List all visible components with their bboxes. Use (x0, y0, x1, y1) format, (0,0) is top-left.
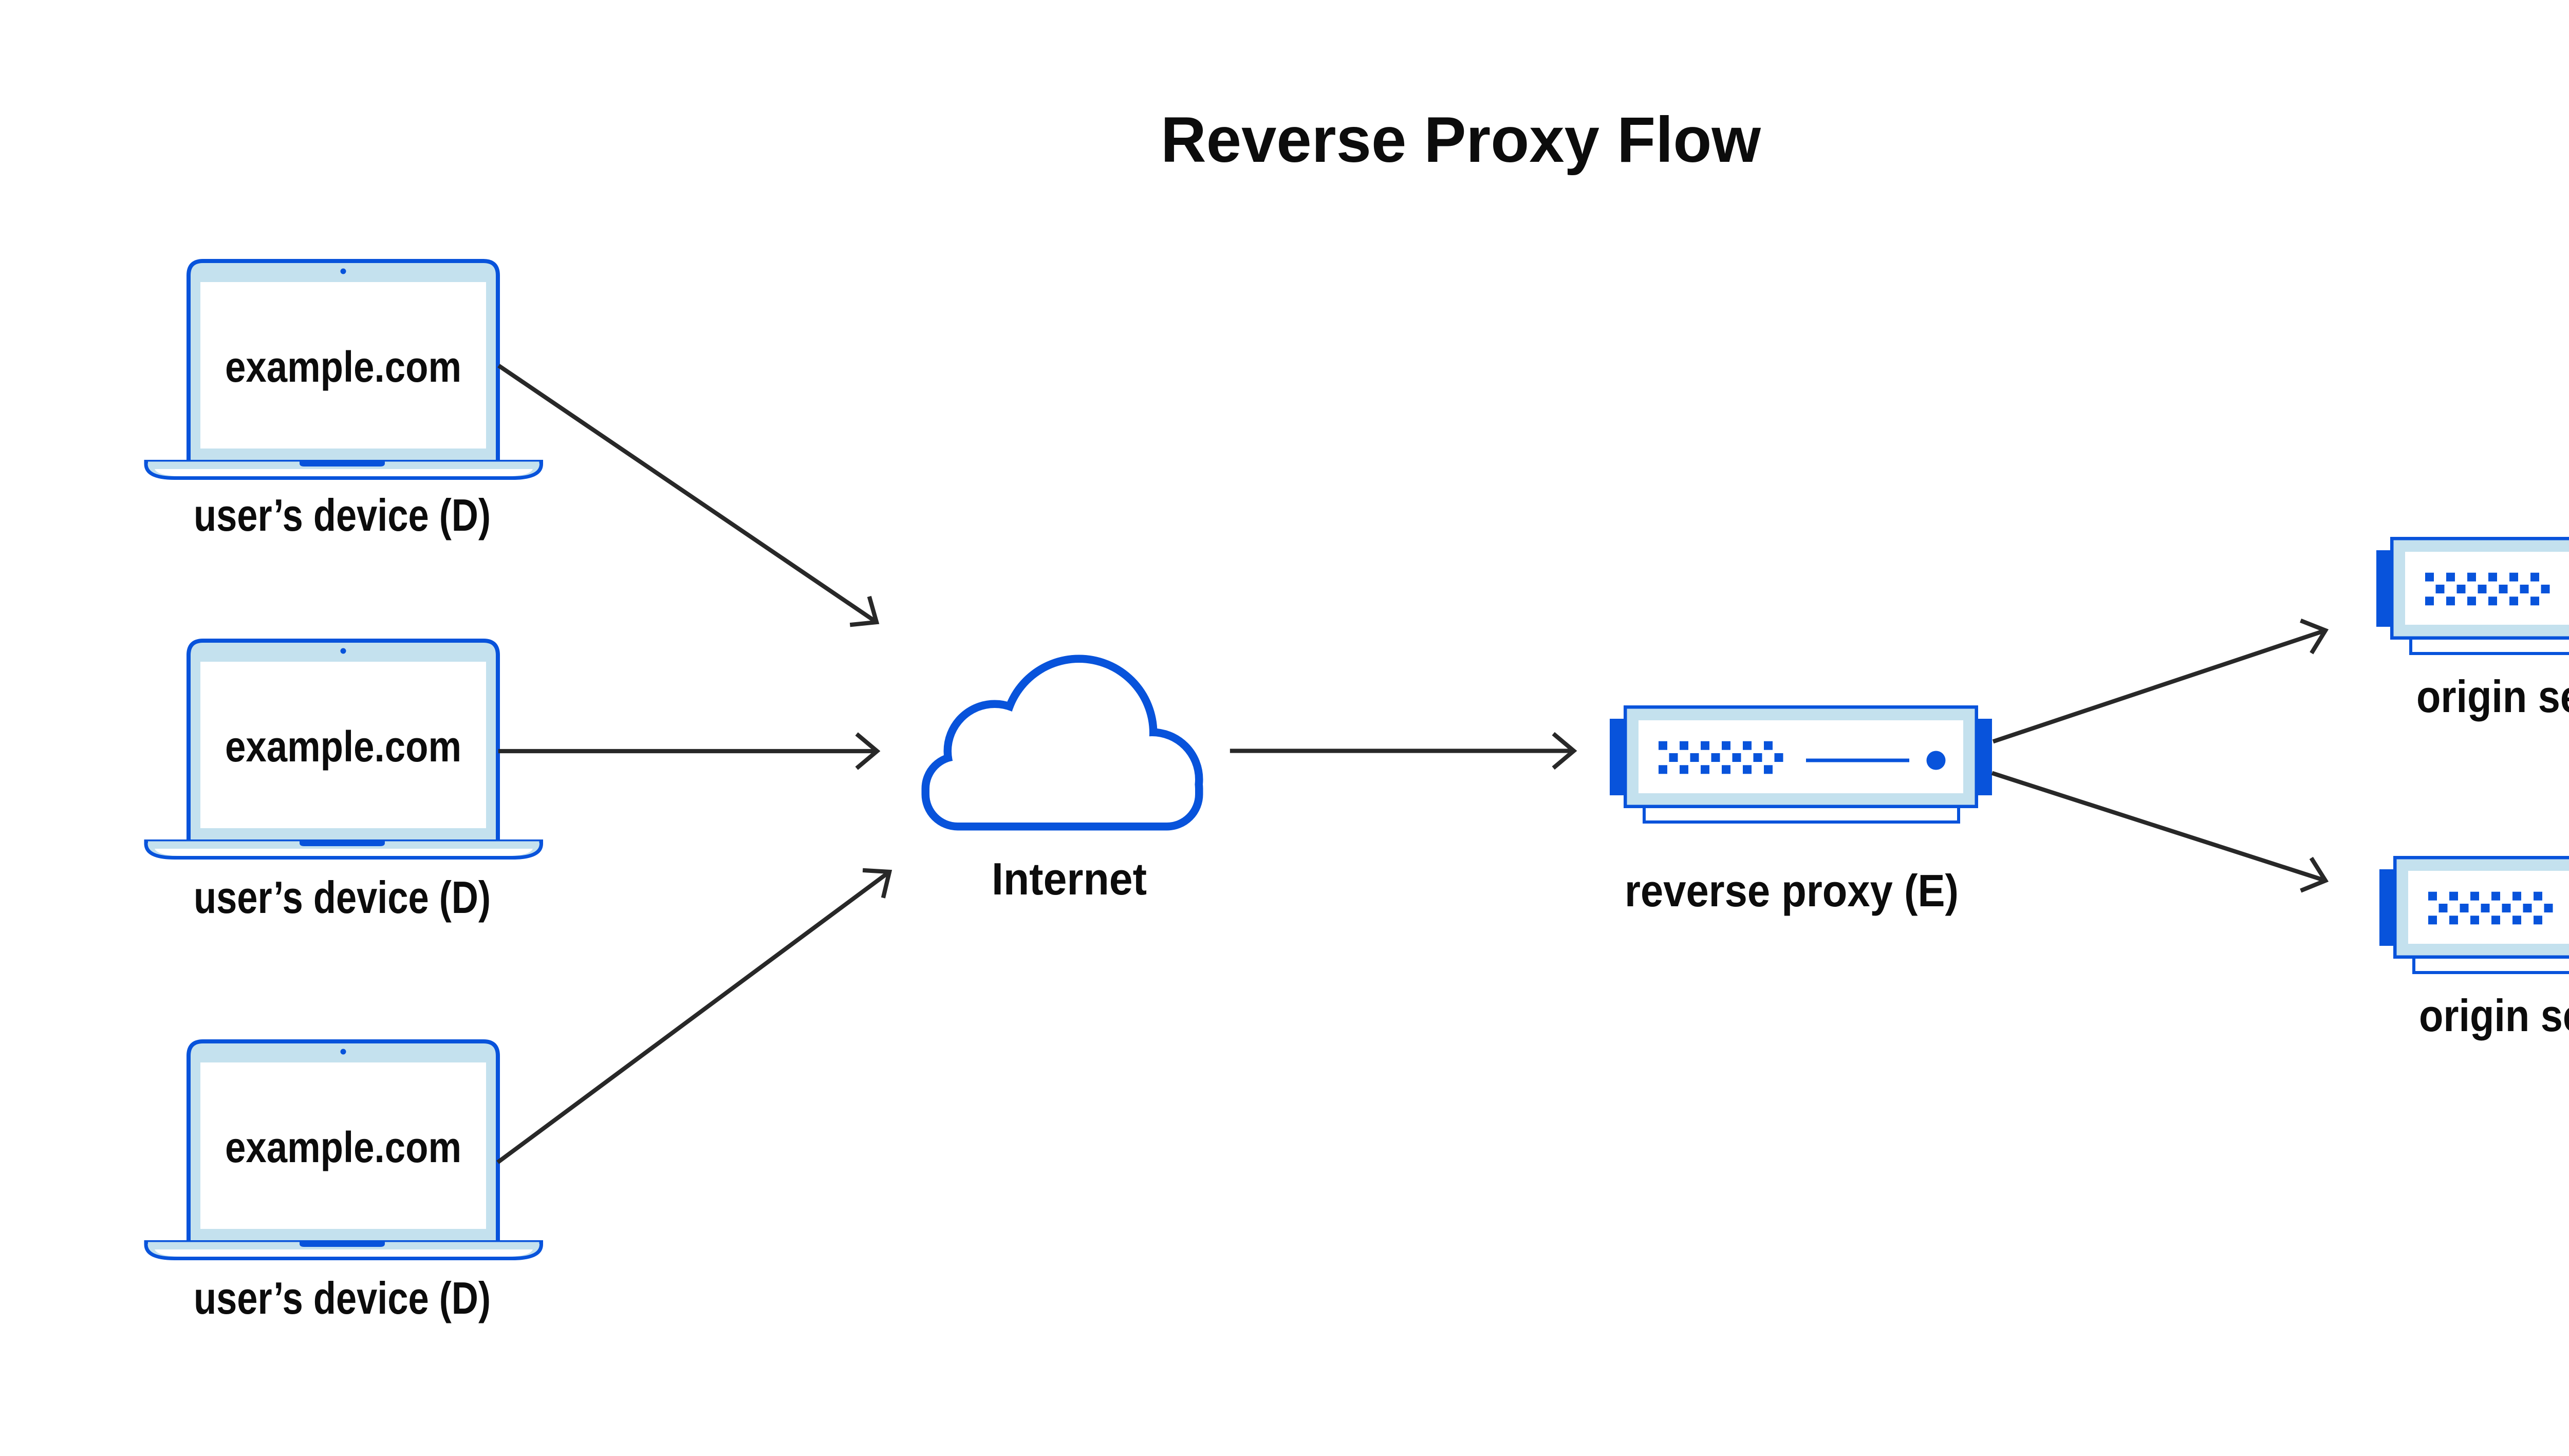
svg-text:user’s device (D): user’s device (D) (194, 1273, 491, 1323)
svg-text:example.com: example.com (225, 1123, 461, 1171)
svg-text:user’s device (D): user’s device (D) (194, 490, 491, 540)
svg-text:reverse proxy (E): reverse proxy (E) (1625, 865, 1959, 916)
svg-text:example.com: example.com (225, 343, 461, 391)
svg-text:example.com: example.com (225, 722, 461, 771)
svg-text:origin server (F): origin server (F) (2416, 671, 2569, 722)
svg-text:Reverse Proxy Flow: Reverse Proxy Flow (1161, 104, 1761, 176)
svg-text:origin server (F): origin server (F) (2419, 990, 2569, 1041)
svg-text:Internet: Internet (992, 853, 1147, 904)
svg-text:user’s device (D): user’s device (D) (194, 872, 491, 923)
